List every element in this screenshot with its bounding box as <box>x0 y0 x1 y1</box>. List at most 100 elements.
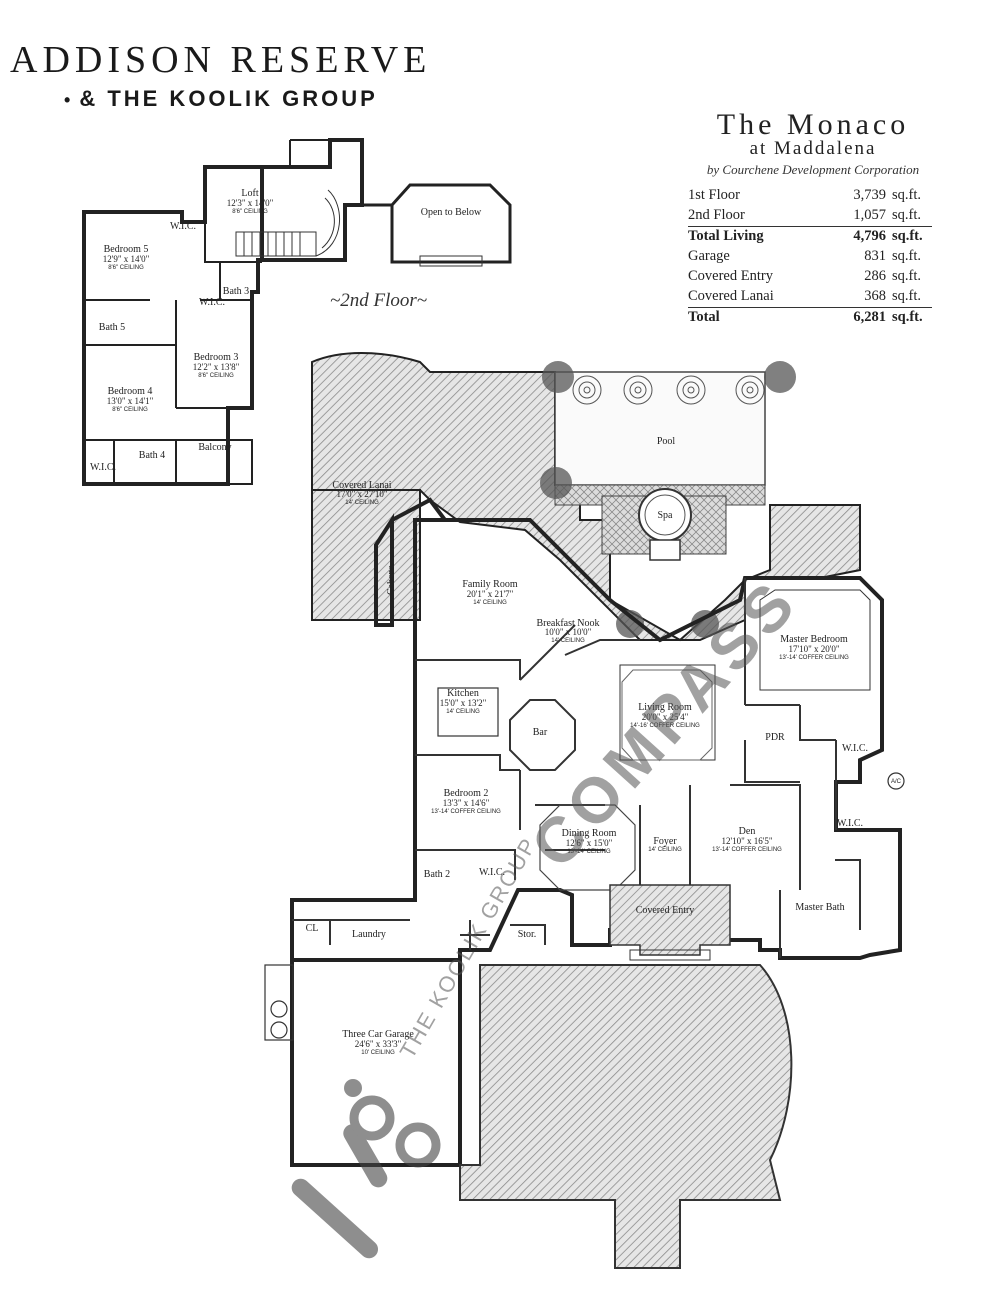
master-ceiling: 13'-14' COFFER CEILING <box>779 655 849 661</box>
bed5-dim: 12'9" x 14'0" <box>103 254 150 264</box>
bed4-ceiling: 8'6" CEILING <box>112 407 148 413</box>
model-location: at Maddalena <box>749 138 877 159</box>
loft-stair <box>235 189 340 257</box>
palm-trees <box>540 361 796 638</box>
pool-label: Pool <box>657 436 676 447</box>
lanai-ceiling: 14' CEILING <box>345 500 379 506</box>
living-name: Living Room <box>638 702 692 713</box>
living-ceiling: 14'-16' COFFER CEILING <box>630 723 700 729</box>
kitchen-name: Kitchen <box>447 688 479 699</box>
kitchen-island <box>437 687 499 737</box>
room-labels-2nd: Loft 12'3" x 14'0" 8'6" CEILING Bedroom … <box>90 188 482 473</box>
ac-units <box>264 772 905 1041</box>
kitchen-ceiling: 14' CEILING <box>446 709 480 715</box>
living-coffer <box>621 669 713 761</box>
bullet-icon: • <box>64 90 74 110</box>
kitchen-dim: 15'0" x 13'2" <box>440 698 487 708</box>
spa <box>601 488 727 561</box>
lanai-name: Covered Lanai <box>332 480 391 491</box>
dining-name: Dining Room <box>562 828 617 839</box>
agency-subtitle: •& THE KOOLIK GROUP <box>64 86 378 112</box>
pool-fountains <box>572 375 765 405</box>
garage-name: Three Car Garage <box>342 1029 414 1040</box>
area-summary: The Monaco at Maddalena by Courchene Dev… <box>688 108 938 328</box>
model-builder: by Courchene Development Corporation <box>706 162 920 177</box>
dining-dim: 12'6" x 15'0" <box>566 838 613 848</box>
bed3-ceiling: 8'6" CEILING <box>198 373 234 379</box>
bed2-name: Bedroom 2 <box>444 788 489 799</box>
closet-label: CL <box>306 923 319 934</box>
wic-a-label: W.I.C. <box>842 743 868 754</box>
loft-name: Loft <box>241 188 258 199</box>
master-bath-label: Master Bath <box>795 902 844 913</box>
compass-watermark: COMPASS <box>517 565 812 881</box>
den-name: Den <box>739 826 756 837</box>
loft-ceiling: 8'6" CEILING <box>232 209 268 215</box>
bed5-ceiling: 8'6" CEILING <box>108 265 144 271</box>
wic-c-label: W.I.C. <box>479 867 505 878</box>
agency-name: & THE KOOLIK GROUP <box>79 86 378 111</box>
den-dim: 12'10" x 16'5" <box>721 836 772 846</box>
garage-ceiling: 10' CEILING <box>361 1050 395 1056</box>
bar-counter <box>509 699 576 771</box>
bed4-name: Bedroom 4 <box>108 386 153 397</box>
open-to-below <box>362 183 512 267</box>
koolik-logo-icon <box>291 1079 441 1259</box>
driveway <box>459 964 793 1269</box>
bar-label: Bar <box>533 727 548 738</box>
den-ceiling: 13'-14' COFFER CEILING <box>712 847 782 853</box>
bath5-label: Bath 5 <box>99 322 125 333</box>
living-dim: 20'0" x 25'4" <box>642 712 689 722</box>
bath4-label: Bath 4 <box>139 450 165 461</box>
balcony-label: Balcony <box>198 442 231 453</box>
second-floor-plan <box>82 138 364 486</box>
master-dim: 17'10" x 20'0" <box>788 644 839 654</box>
storage-label: Stor. <box>518 929 537 940</box>
bed3-name: Bedroom 3 <box>194 352 239 363</box>
bed3-dim: 12'2" x 13'8" <box>193 362 240 372</box>
bed2-ceiling: 13'-14' COFFER CEILING <box>431 809 501 815</box>
wic-b-label: W.I.C. <box>837 818 863 829</box>
open-below-label: Open to Below <box>421 207 482 218</box>
bed4-dim: 13'0" x 14'1" <box>107 396 154 406</box>
loft-dim: 12'3" x 14'0" <box>227 198 274 208</box>
foyer-name: Foyer <box>653 836 677 847</box>
model-name: The Monaco <box>716 108 910 141</box>
family-dim: 20'1" x 21'7" <box>467 589 514 599</box>
spa-label: Spa <box>658 510 674 521</box>
ac-label: A/C <box>891 779 902 785</box>
master-name: Master Bedroom <box>780 634 848 645</box>
bed5-name: Bedroom 5 <box>104 244 149 255</box>
wic3-label: W.I.C. <box>90 462 116 473</box>
wic1-label: W.I.C. <box>170 221 196 232</box>
bath2-label: Bath 2 <box>424 869 450 880</box>
family-name: Family Room <box>462 579 518 590</box>
nook-dim: 10'0" x 10'0" <box>545 627 592 637</box>
nook-name: Breakfast Nook <box>536 618 599 629</box>
cabana-label: Cabana <box>386 564 397 595</box>
covered-entry <box>609 884 731 961</box>
lanai-dim: 17'0" x 27'10" <box>336 489 387 499</box>
covered-entry-label: Covered Entry <box>636 905 695 916</box>
garage-dim: 24'6" x 33'3" <box>355 1039 402 1049</box>
dining-ceiling: 13'-14' CEILING <box>567 849 611 855</box>
foyer-ceiling: 14' CEILING <box>648 847 682 853</box>
community-title: ADDISON RESERVE <box>10 39 432 81</box>
balcony-outline <box>175 439 253 485</box>
bed2-dim: 13'3" x 14'6" <box>443 798 490 808</box>
room-labels-1st: Covered Lanai 17'0" x 27'10" 14' CEILING… <box>306 436 902 1056</box>
laundry-label: Laundry <box>352 929 386 940</box>
family-ceiling: 14' CEILING <box>473 600 507 606</box>
bath3-label: Bath 3 <box>223 286 249 297</box>
pdr-label: PDR <box>765 732 785 743</box>
wic2-label: W.I.C. <box>199 297 225 308</box>
